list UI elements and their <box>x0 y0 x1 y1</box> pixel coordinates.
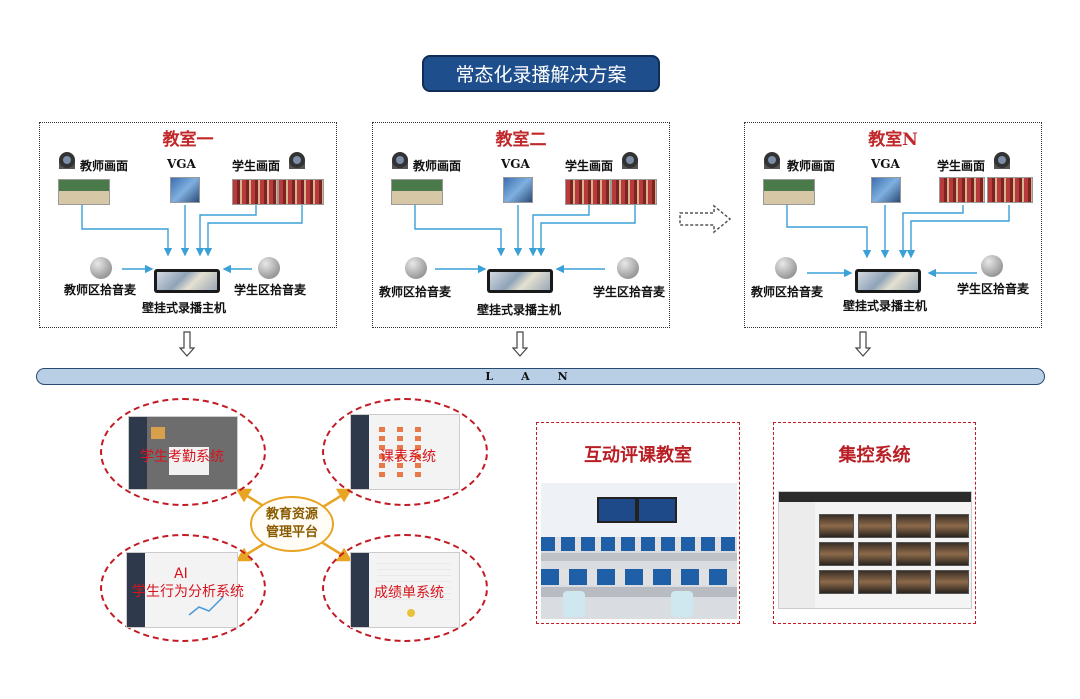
lan-label: LAN <box>485 370 596 383</box>
recording-host-label: 壁挂式录播主机 <box>142 301 227 315</box>
teacher-view-label: 教师画面 <box>413 159 462 173</box>
classroom-2: 教室二 教师画面 VGA 学生画面 教师区拾音麦 学生区拾音麦 壁挂式录播主机 <box>372 122 670 328</box>
camera-icon <box>619 151 641 171</box>
signal-arrows <box>786 205 1010 278</box>
microphone-icon <box>258 257 280 279</box>
lan-bar: LAN <box>36 368 1045 385</box>
interactive-classroom-panel: 互动评课教室 <box>536 422 740 624</box>
recording-host-label: 壁挂式录播主机 <box>843 299 928 313</box>
student-view-image <box>939 177 985 203</box>
student-view-label: 学生画面 <box>937 159 986 173</box>
grades-system-group <box>322 534 488 642</box>
microphone-icon <box>90 257 112 279</box>
attendance-system-label: 学生考勤系统 <box>140 449 224 465</box>
signal-arrows <box>81 205 303 274</box>
microphone-icon <box>617 257 639 279</box>
teacher-mic-label: 教师区拾音麦 <box>751 285 824 299</box>
classroom-n: 教室N 教师画面 VGA 学生画面 教师区拾音麦 学生区拾音麦 壁挂式录播主机 <box>744 122 1042 328</box>
camera-icon <box>286 151 308 171</box>
camera-icon <box>389 151 411 171</box>
schedule-system-group <box>322 398 488 506</box>
attendance-system-group <box>100 398 266 506</box>
ai-behavior-system-group <box>100 534 266 642</box>
grades-system-label: 成绩单系统 <box>374 585 444 601</box>
teacher-view-label: 教师画面 <box>80 159 129 173</box>
microphone-icon <box>405 257 427 279</box>
teacher-view-label: 教师画面 <box>787 159 836 173</box>
camera-icon <box>761 151 783 171</box>
teacher-view-image <box>58 179 110 205</box>
vga-label: VGA <box>167 157 196 171</box>
signal-arrows <box>414 205 636 274</box>
continuation-arrow-icon <box>679 204 732 234</box>
teacher-mic-label: 教师区拾音麦 <box>379 285 452 299</box>
education-resource-platform-hub: 教育资源 管理平台 <box>250 496 334 552</box>
student-view-label: 学生画面 <box>232 159 281 173</box>
recording-host-image <box>154 269 220 293</box>
student-mic-label: 学生区拾音麦 <box>593 285 666 299</box>
vga-image <box>871 177 901 203</box>
student-view-image <box>232 179 278 205</box>
classroom-title: 教室二 <box>495 130 547 150</box>
recording-host-image <box>487 269 553 293</box>
ai-system-label-line1: AI <box>174 566 188 582</box>
hub-label-line2: 管理平台 <box>265 525 318 540</box>
central-control-screenshot <box>778 491 972 609</box>
vga-label: VGA <box>501 157 530 171</box>
classroom-title: 教室N <box>868 130 918 150</box>
grades-system-screenshot <box>350 552 460 628</box>
student-view-image <box>987 177 1033 203</box>
vga-image <box>170 177 200 203</box>
ai-system-label-line2: 学生行为分析系统 <box>132 584 244 600</box>
vga-image <box>503 177 533 203</box>
student-view-image <box>278 179 324 205</box>
camera-icon <box>991 151 1013 171</box>
hub-label-line1: 教育资源 <box>265 507 318 523</box>
schedule-system-label: 课表系统 <box>380 449 436 465</box>
schedule-system-screenshot <box>350 414 460 490</box>
lan-connection-arrows <box>178 331 872 357</box>
interactive-classroom-title: 互动评课教室 <box>584 445 692 466</box>
vga-label: VGA <box>871 157 900 171</box>
central-control-title: 集控系统 <box>838 445 911 466</box>
microphone-icon <box>775 257 797 279</box>
teacher-mic-label: 教师区拾音麦 <box>64 283 137 297</box>
recording-host-image <box>855 269 921 293</box>
central-control-panel: 集控系统 <box>773 422 976 624</box>
attendance-system-screenshot <box>128 416 238 490</box>
student-view-label: 学生画面 <box>565 159 614 173</box>
classroom-title: 教室一 <box>162 130 214 150</box>
camera-icon <box>56 151 78 171</box>
student-view-image <box>565 179 611 205</box>
student-view-image <box>611 179 657 205</box>
teacher-view-image <box>763 179 815 205</box>
microphone-icon <box>981 255 1003 277</box>
teacher-view-image <box>391 179 443 205</box>
recording-host-label: 壁挂式录播主机 <box>477 303 562 317</box>
interactive-classroom-photo <box>541 483 737 619</box>
ai-behavior-system-screenshot <box>126 552 238 628</box>
student-mic-label: 学生区拾音麦 <box>234 283 307 297</box>
student-mic-label: 学生区拾音麦 <box>957 282 1030 296</box>
classroom-1: 教室一 教师画面 VGA 学生画面 教师区拾音麦 学生区拾音麦 壁挂式录播主机 <box>39 122 337 328</box>
page-title: 常态化录播解决方案 <box>422 55 660 92</box>
